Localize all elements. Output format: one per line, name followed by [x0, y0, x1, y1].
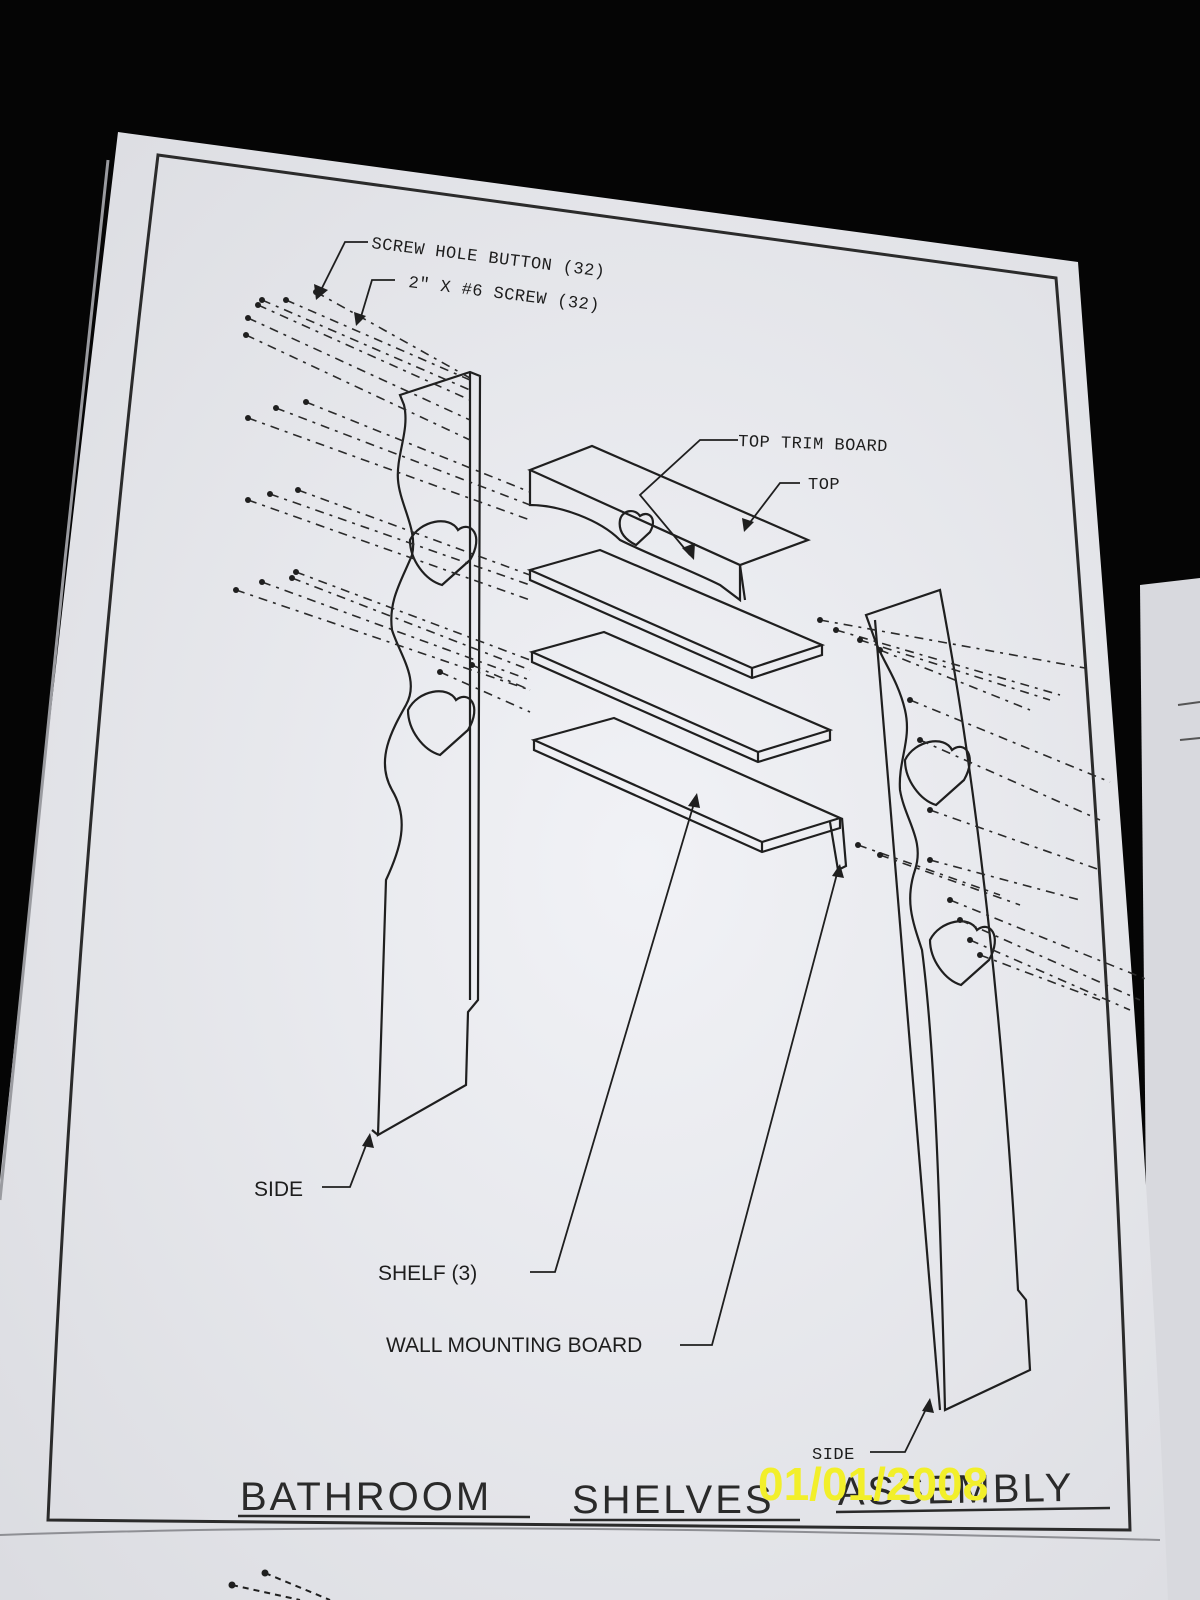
screw-hole-button-marker: [255, 302, 261, 308]
screw-hole-button-marker: [927, 857, 933, 863]
shelves: [526, 548, 848, 872]
screw-hole-button-marker: [917, 737, 923, 743]
second-sheet-rule: [1179, 737, 1200, 741]
screw-hole-button-marker: [233, 587, 239, 593]
screw-leader-line: [297, 489, 531, 576]
screw-hole-button-marker: [245, 315, 251, 321]
screw-hole-button-marker: [927, 807, 933, 813]
screw-leader-line: [929, 809, 1101, 871]
title-word-assembly: ASSEMBLY: [837, 1466, 1074, 1514]
screw-leader-line: [315, 291, 471, 379]
screw-leader-line: [859, 639, 1051, 701]
screw-hole-button-marker: [877, 852, 883, 858]
title-underline: [835, 1506, 1111, 1514]
screw-hole-button-marker: [267, 491, 273, 497]
screw-hole-button-marker: [907, 697, 913, 703]
screw-hole-button-marker: [947, 897, 953, 903]
paper-fold: [0, 1527, 1161, 1541]
title-underline: [237, 1514, 531, 1519]
screw-leader-line: [247, 417, 531, 521]
screw-hole-button-marker: [273, 405, 279, 411]
title-word-bathroom: BATHROOM: [240, 1475, 492, 1519]
top-assembly: [527, 444, 811, 603]
screw-hole-button-marker: [877, 647, 883, 653]
screw-hole-button-marker: [259, 579, 265, 585]
screw-leader-line: [439, 671, 531, 713]
screw-leader-line: [247, 499, 531, 601]
screw-hole-button-marker: [977, 952, 983, 958]
next-page-fragment: [228, 1569, 331, 1600]
screw-hole-button-marker: [833, 627, 839, 633]
screw-leader-line: [269, 493, 531, 586]
screw-hole-button-marker: [855, 842, 861, 848]
screw-hole-button-marker: [957, 917, 963, 923]
paper-sheet: [0, 132, 1168, 1600]
right-side-panel: [864, 588, 1032, 1412]
leader-lines: [319, 241, 929, 1453]
screw-leader-line: [235, 589, 531, 691]
screw-leader-line: [979, 954, 1101, 1001]
screw-hole-button-marker: [303, 399, 309, 405]
leader-arrowheads: [314, 284, 934, 1413]
screw-hole-button-marker: [469, 662, 475, 668]
screw-hole-button-marker: [245, 415, 251, 421]
screw-hole-button-marker: [967, 937, 973, 943]
date-stamp: 01/01/2008: [758, 1458, 988, 1510]
screw-leader-line: [969, 939, 1131, 1011]
screw-lines: [233, 289, 1149, 1011]
screw-leader-line: [835, 629, 1061, 696]
drawing-border: [46, 153, 1132, 1532]
second-sheet-rule: [1177, 701, 1200, 706]
label-shelf: SHELF (3): [378, 1262, 477, 1285]
screw-hole-button-marker: [289, 575, 295, 581]
screw-leader-line: [305, 401, 531, 493]
label-top: TOP: [808, 476, 840, 495]
screw-leader-line: [257, 304, 471, 401]
screw-hole-button-marker: [283, 297, 289, 303]
screw-leader-line: [295, 571, 531, 661]
screw-leader-line: [261, 299, 471, 391]
screw-leader-line: [275, 407, 531, 506]
screw-hole-button-marker: [295, 487, 301, 493]
title-word-shelves: SHELVES: [572, 1478, 775, 1522]
screw-hole-button-marker: [857, 637, 863, 643]
screw-leader-line: [471, 664, 531, 691]
screw-hole-button-marker: [293, 569, 299, 575]
screw-hole-button-marker: [437, 669, 443, 675]
screw-leader-line: [285, 299, 471, 381]
screw-leader-line: [879, 854, 1021, 906]
screw-hole-button-marker: [245, 497, 251, 503]
label-wall-mounting-board: WALL MOUNTING BOARD: [386, 1334, 642, 1357]
screw-leader-line: [929, 859, 1081, 901]
label-side-right: SIDE: [812, 1446, 855, 1465]
screw-hole-button-marker: [817, 617, 823, 623]
screw-hole-button-marker: [243, 332, 249, 338]
paper-edge: [0, 159, 110, 1201]
screw-leader-line: [919, 739, 1101, 821]
screw-leader-line: [879, 649, 1031, 711]
drawing-title: BATHROOM SHELVES ASSEMBLY: [237, 1466, 1111, 1522]
label-side-left: SIDE: [254, 1178, 303, 1201]
left-side-panel: [371, 370, 482, 1137]
screw-leader-line: [245, 334, 471, 441]
screw-leader-line: [291, 577, 531, 671]
screw-leader-line: [959, 919, 1141, 1001]
screw-leader-line: [247, 317, 471, 421]
screw-hole-button-marker: [259, 297, 265, 303]
screw-leader-line: [819, 619, 1086, 669]
